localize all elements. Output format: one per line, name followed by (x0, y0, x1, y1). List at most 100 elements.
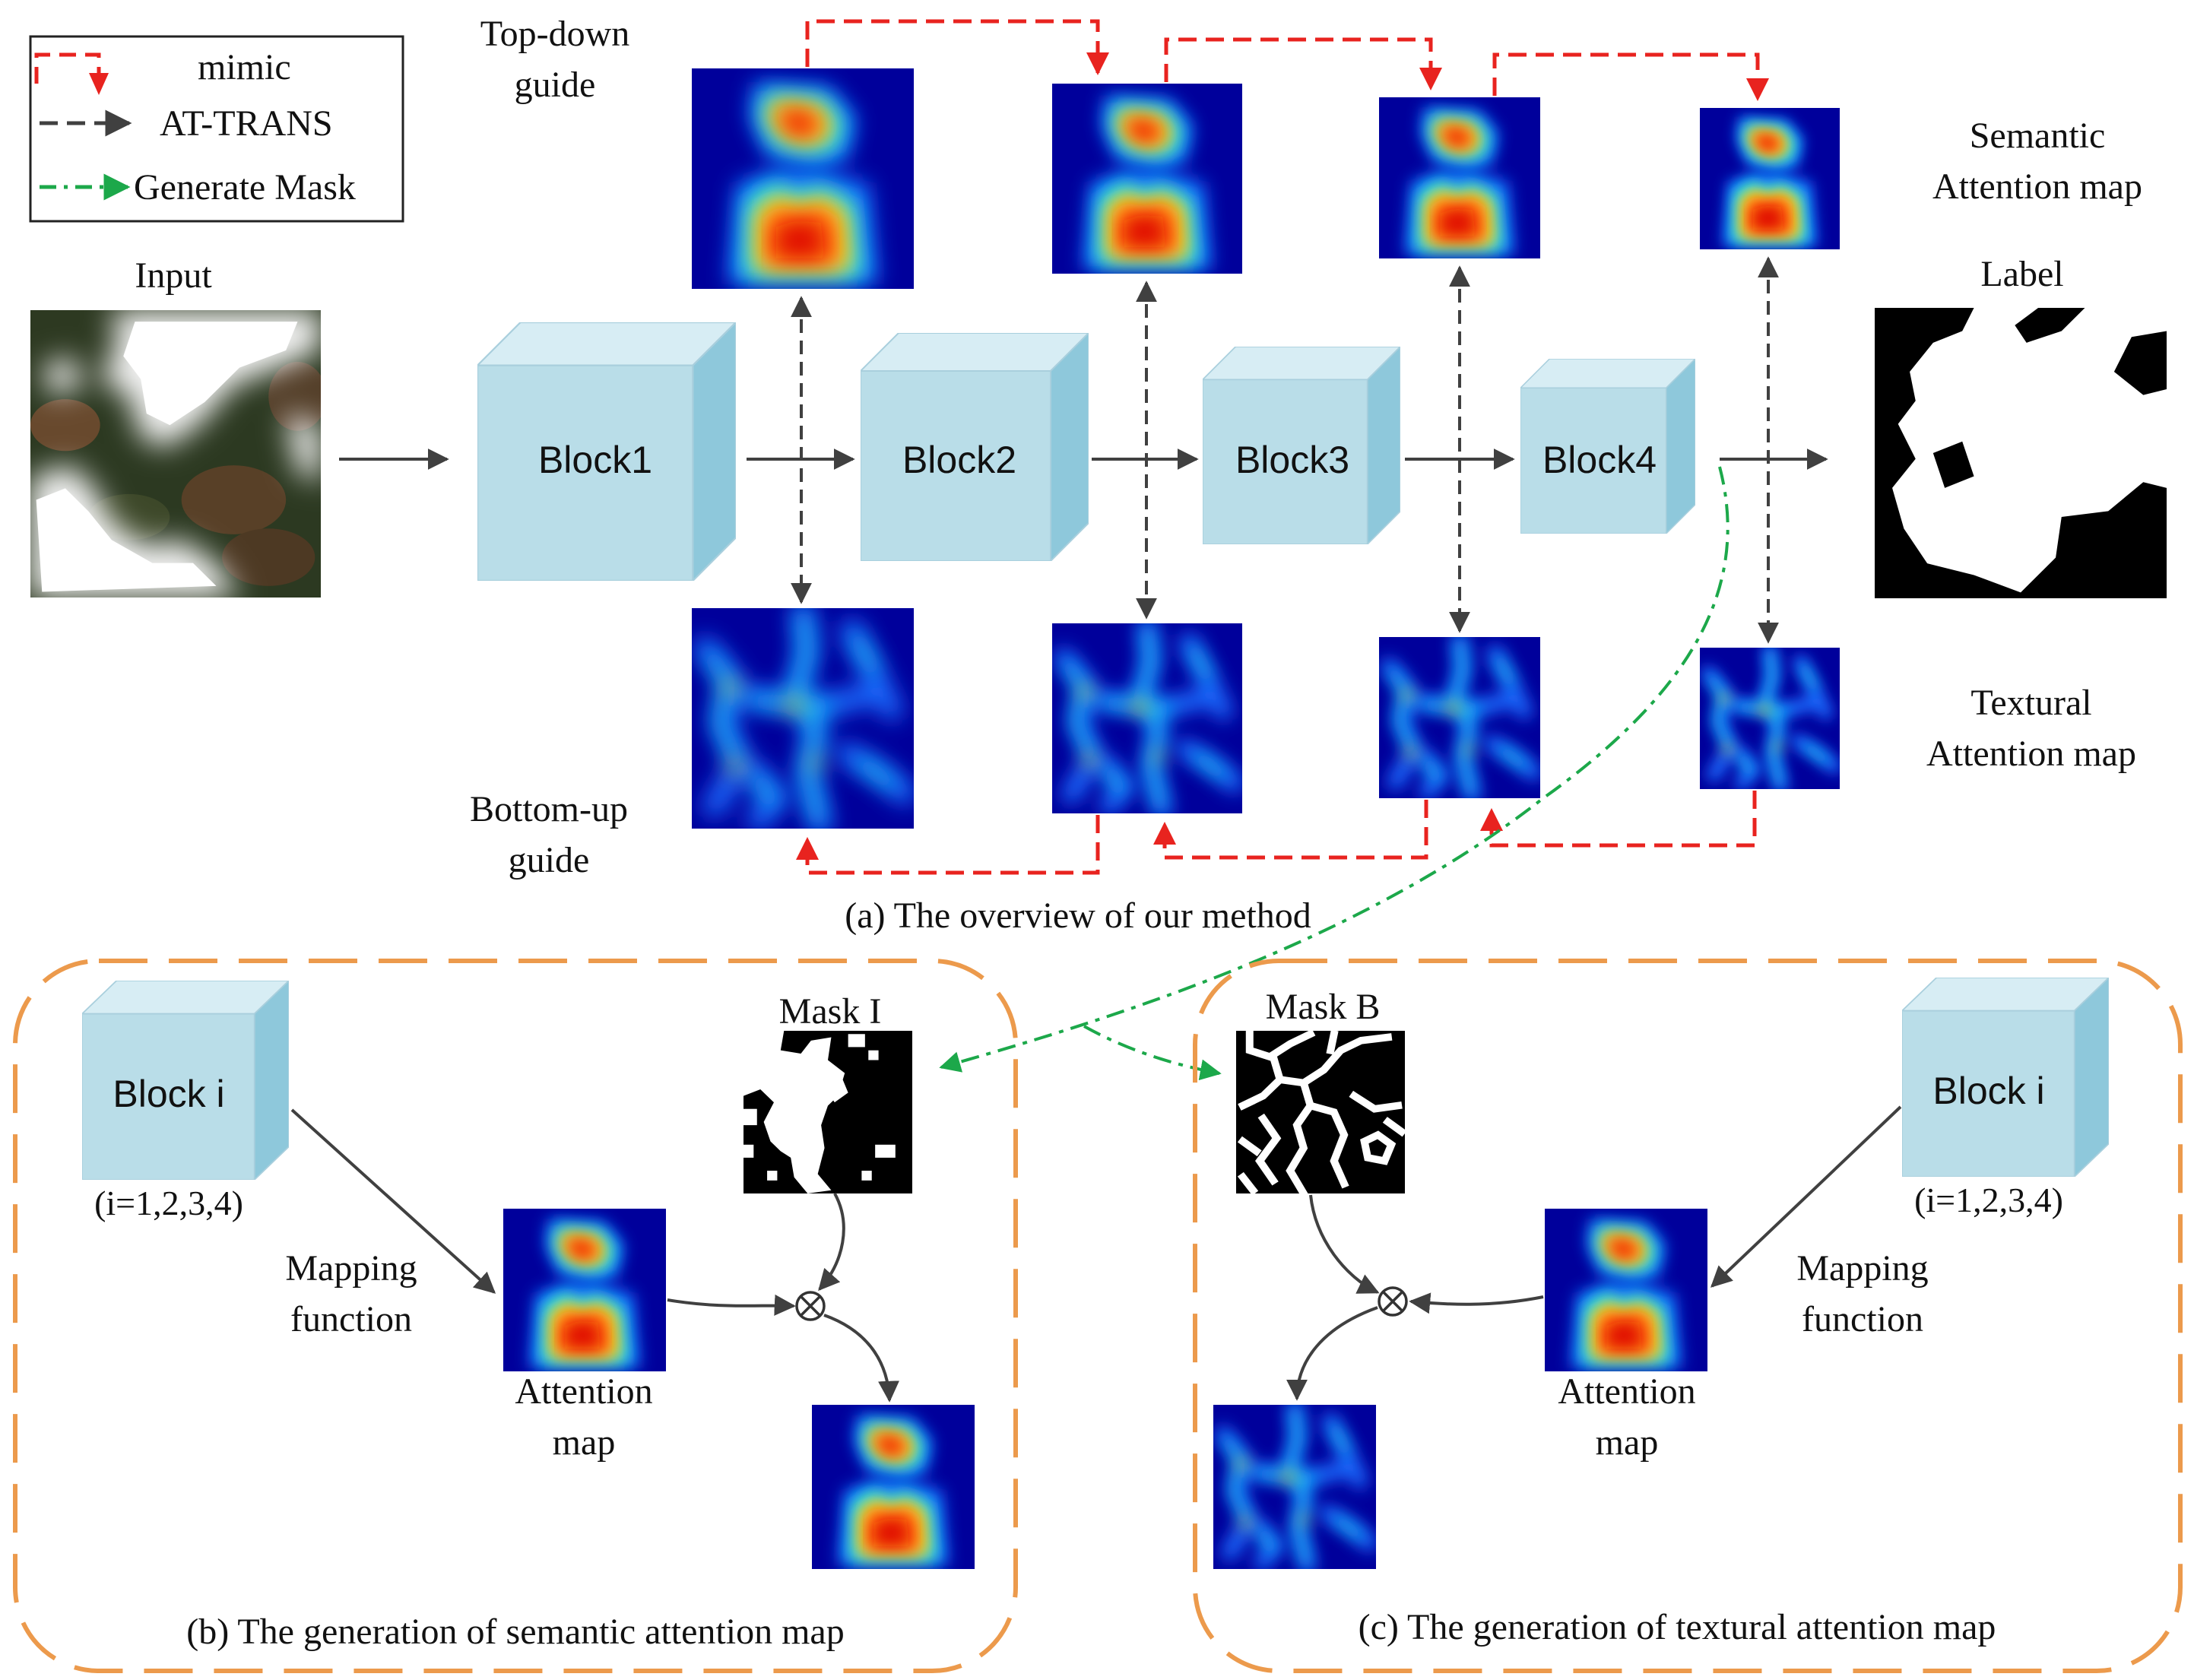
panel-c-multiply-to-output (1286, 1306, 1378, 1401)
text-line: Semantic (1970, 116, 2106, 156)
panel-b-mask-to-multiply (818, 1193, 845, 1292)
textural-map-2 (1052, 623, 1242, 813)
panel-b-block-range: (i=1,2,3,4) (94, 1184, 243, 1222)
panel-b-output-map (812, 1405, 975, 1569)
generate-mask-curves (939, 466, 1730, 1081)
caption-c: (c) The generation of textural attention… (1359, 1607, 1996, 1647)
panel-c-border (1193, 959, 2183, 1673)
panel-c-mask-to-multiply (1309, 1194, 1380, 1294)
text-line: map (553, 1422, 616, 1463)
block-4: Block4 (1520, 359, 1695, 534)
mimic-top-1-2 (805, 19, 1109, 75)
text-line: guide (515, 65, 596, 105)
panel-c-multiply-op (1378, 1286, 1408, 1317)
panel-c-attention-to-multiply (1409, 1292, 1544, 1314)
textural-map-4 (1700, 648, 1840, 789)
panel-c-block-label: Block i (1932, 1070, 2044, 1112)
text-line: Mapping (1796, 1248, 1928, 1289)
text-line: Attention (1558, 1371, 1695, 1412)
text-line: Textural (1970, 683, 2091, 723)
text-line: Attention map (1926, 734, 2136, 774)
mimic-top-3-4 (1492, 52, 1769, 101)
textural-map-3 (1379, 637, 1540, 798)
panel-c-attention-map-label: Attention map (1558, 1371, 1695, 1463)
caption-b: (b) The generation of semantic attention… (186, 1612, 844, 1652)
mask-i-image (743, 1031, 912, 1193)
text-line: Top-down (480, 14, 630, 54)
mimic-bottom-3-2 (1153, 800, 1428, 860)
panel-b-multiply-op (795, 1291, 826, 1321)
block-2-label: Block2 (902, 439, 1016, 481)
legend-at-trans-label: AT-TRANS (160, 103, 333, 144)
block-1: Block1 (477, 322, 736, 581)
semantic-map-3 (1379, 97, 1540, 258)
panel-b-attention-map-label: Attention map (515, 1371, 652, 1463)
panel-b-block-label: Block i (113, 1073, 224, 1115)
semantic-map-4 (1700, 108, 1840, 249)
panel-b-flow-arrows (667, 1193, 900, 1403)
mimic-bottom-4-3 (1480, 791, 1757, 848)
input-image (30, 310, 327, 598)
semantic-map-1 (692, 68, 914, 289)
panel-b-attention-to-multiply (667, 1294, 796, 1316)
panel-b-mapping-function-label: Mapping function (285, 1248, 417, 1339)
block-3-label: Block3 (1235, 439, 1349, 481)
mimic-top-2-3 (1164, 37, 1442, 90)
mimic-bottom-2-1 (796, 815, 1100, 875)
panel-b-border (13, 959, 1018, 1673)
block-3: Block3 (1203, 347, 1400, 544)
legend-item-at-trans: AT-TRANS (40, 103, 333, 144)
mask-b-label: Mask B (1266, 987, 1381, 1027)
panel-b-mapping-arrow (290, 1108, 496, 1294)
panel-b-multiply-to-output (823, 1314, 900, 1403)
panel-b-block: Block i (i=1,2,3,4) (82, 981, 289, 1222)
bottom-up-guide-label: Bottom-up guide (470, 789, 628, 880)
text-line: function (1802, 1299, 1923, 1339)
panel-c-attention-map (1545, 1209, 1707, 1371)
mimic-top-connectors (805, 19, 1769, 101)
block-4-label: Block4 (1542, 439, 1657, 481)
text-line: guide (509, 840, 590, 880)
legend-mimic-arrowhead (89, 73, 109, 95)
panel-c-multiply-cross-b (1381, 1290, 1404, 1313)
text-line: Mapping (285, 1248, 417, 1289)
text-line: function (290, 1299, 412, 1339)
block-1-label: Block1 (538, 439, 652, 481)
mask-b-image (1236, 1031, 1405, 1193)
label-image (1875, 308, 2167, 598)
panel-c-mapping-function-label: Mapping function (1796, 1248, 1928, 1339)
text-line: Attention map (1932, 166, 2142, 207)
caption-a: (a) The overview of our method (845, 895, 1311, 936)
panel-c-block-range: (i=1,2,3,4) (1914, 1181, 2063, 1219)
panel-c-block: Block i (i=1,2,3,4) (1902, 978, 2109, 1219)
legend-box (29, 35, 404, 223)
label-title: Label (1980, 254, 2063, 294)
top-down-guide-label: Top-down guide (480, 14, 630, 105)
legend-generate-mask-label: Generate Mask (134, 167, 356, 208)
legend-item-generate-mask: Generate Mask (40, 167, 356, 208)
at-trans-arrows (791, 256, 1779, 644)
semantic-map-2 (1052, 84, 1242, 274)
generate-mask-arrow-to-mask-b (1083, 1025, 1222, 1081)
text-line: Bottom-up (470, 789, 628, 829)
panel-b-multiply-cross-b (799, 1295, 822, 1317)
panel-b-attention-map (503, 1209, 666, 1371)
mask-i-label: Mask I (779, 991, 882, 1032)
panel-c-flow-arrows (1286, 1194, 1544, 1401)
legend-mimic-swatch (34, 52, 101, 84)
textural-map-1 (692, 608, 914, 829)
text-line: Attention (515, 1371, 652, 1412)
text-line: map (1596, 1422, 1659, 1463)
block-2: Block2 (861, 333, 1089, 561)
generate-mask-arrow-to-mask-i (939, 466, 1730, 1073)
input-label: Input (135, 255, 212, 296)
panel-c-mapping-arrow (1710, 1105, 1902, 1288)
legend-mimic-label: mimic (198, 47, 291, 87)
legend-item-mimic: mimic (34, 47, 291, 95)
legend: mimic AT-TRANS Generate Mask (29, 35, 404, 223)
mimic-bottom-connectors (796, 791, 1757, 875)
panel-c-output-map (1213, 1405, 1376, 1569)
